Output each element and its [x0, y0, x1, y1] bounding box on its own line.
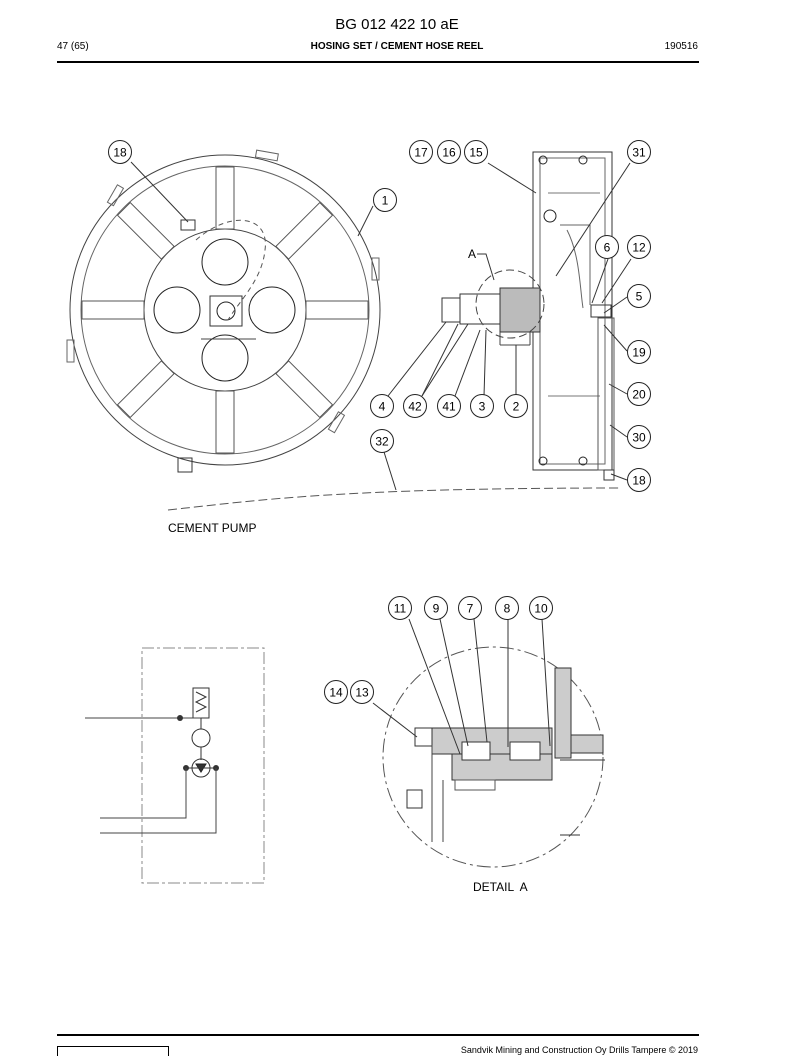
- reel-front-view: [66, 149, 621, 511]
- callout-bubble: [108, 140, 132, 164]
- callout-bubble: [373, 188, 397, 212]
- callout-bubble: [595, 235, 619, 259]
- callout-number: 15: [469, 146, 483, 160]
- callout-10: 10: [529, 596, 553, 620]
- callout-11: 11: [388, 596, 412, 620]
- callout-41: 41: [437, 394, 461, 418]
- callout-number: 6: [604, 241, 611, 255]
- callout-8: 8: [495, 596, 519, 620]
- callout-number: 3: [479, 400, 486, 414]
- callout-bubble: [350, 680, 374, 704]
- callout-bubble: [627, 468, 651, 492]
- date-code: 190516: [664, 41, 698, 52]
- callout-30: 30: [627, 425, 651, 449]
- callout-1: 1: [373, 188, 397, 212]
- callout-number: 30: [632, 431, 646, 445]
- header-rule: [57, 61, 699, 63]
- leader-lines: [130, 161, 632, 755]
- callout-bubble: [464, 140, 488, 164]
- callout-6: 6: [595, 235, 619, 259]
- callout-12: 12: [627, 235, 651, 259]
- callout-15: 15: [464, 140, 488, 164]
- callout-number: 4: [379, 400, 386, 414]
- callout-number: 16: [442, 146, 456, 160]
- callout-18: 18: [108, 140, 132, 164]
- document-code: BG 012 422 10 aE: [335, 16, 459, 33]
- callout-number: 31: [632, 146, 646, 160]
- callout-number: 5: [636, 290, 643, 304]
- callout-14: 14: [324, 680, 348, 704]
- callout-31: 31: [627, 140, 651, 164]
- callout-16: 16: [437, 140, 461, 164]
- section-title: HOSING SET / CEMENT HOSE REEL: [310, 41, 484, 52]
- footer-copyright: Sandvik Mining and Construction Oy Drill…: [460, 1045, 698, 1055]
- callout-bubble: [627, 340, 651, 364]
- callout-bubble: [324, 680, 348, 704]
- callout-18: 18: [627, 468, 651, 492]
- callout-3: 3: [470, 394, 494, 418]
- callout-number: 2: [513, 400, 520, 414]
- detail-a-view: [382, 646, 605, 868]
- callout-32: 32: [370, 429, 394, 453]
- reel-side-view: [441, 151, 615, 481]
- callout-number: 12: [632, 241, 646, 255]
- callout-number: 17: [414, 146, 428, 160]
- callout-bubble: [529, 596, 553, 620]
- callout-number: 10: [534, 602, 548, 616]
- callout-number: 8: [504, 602, 511, 616]
- callout-bubble: [495, 596, 519, 620]
- callout-2: 2: [504, 394, 528, 418]
- callout-4: 4: [370, 394, 394, 418]
- callout-bubble: [370, 394, 394, 418]
- callout-number: 9: [433, 602, 440, 616]
- callout-number: 7: [467, 602, 474, 616]
- callout-number: 18: [632, 474, 646, 488]
- hydraulic-schematic: [85, 647, 265, 884]
- callout-42: 42: [403, 394, 427, 418]
- company-logo: [57, 1046, 169, 1056]
- callout-17: 17: [409, 140, 433, 164]
- callout-number: 42: [408, 400, 422, 414]
- callout-bubble: [409, 140, 433, 164]
- detail-caption: DETAIL A: [473, 880, 528, 894]
- callout-number: 1: [382, 194, 389, 208]
- callout-bubble: [388, 596, 412, 620]
- callout-bubble: [370, 429, 394, 453]
- callout-bubble: [627, 382, 651, 406]
- footer-rule: [57, 1034, 699, 1036]
- callout-9: 9: [424, 596, 448, 620]
- callout-number: 14: [329, 686, 343, 700]
- callout-20: 20: [627, 382, 651, 406]
- callout-number: 11: [394, 602, 407, 616]
- callout-bubble: [627, 284, 651, 308]
- callout-bubble: [424, 596, 448, 620]
- callout-19: 19: [627, 340, 651, 364]
- detail-marker-label: A: [468, 247, 476, 261]
- callout-bubble: [458, 596, 482, 620]
- callout-bubble: [627, 235, 651, 259]
- callout-bubble: [470, 394, 494, 418]
- callout-bubble: [437, 140, 461, 164]
- callout-bubble: [627, 140, 651, 164]
- callout-bubble: [403, 394, 427, 418]
- callout-bubble: [627, 425, 651, 449]
- cement-pump-label: CEMENT PUMP: [168, 521, 256, 535]
- callout-number: 41: [442, 400, 456, 414]
- callout-5: 5: [627, 284, 651, 308]
- callout-bubble: [437, 394, 461, 418]
- callout-bubble: [504, 394, 528, 418]
- callout-number: 18: [113, 146, 127, 160]
- page-number: 47 (65): [57, 41, 89, 52]
- callout-number: 19: [632, 346, 646, 360]
- callout-number: 20: [632, 388, 646, 402]
- callout-number: 13: [355, 686, 369, 700]
- callout-7: 7: [458, 596, 482, 620]
- callout-number: 32: [375, 435, 389, 449]
- callout-13: 13: [350, 680, 374, 704]
